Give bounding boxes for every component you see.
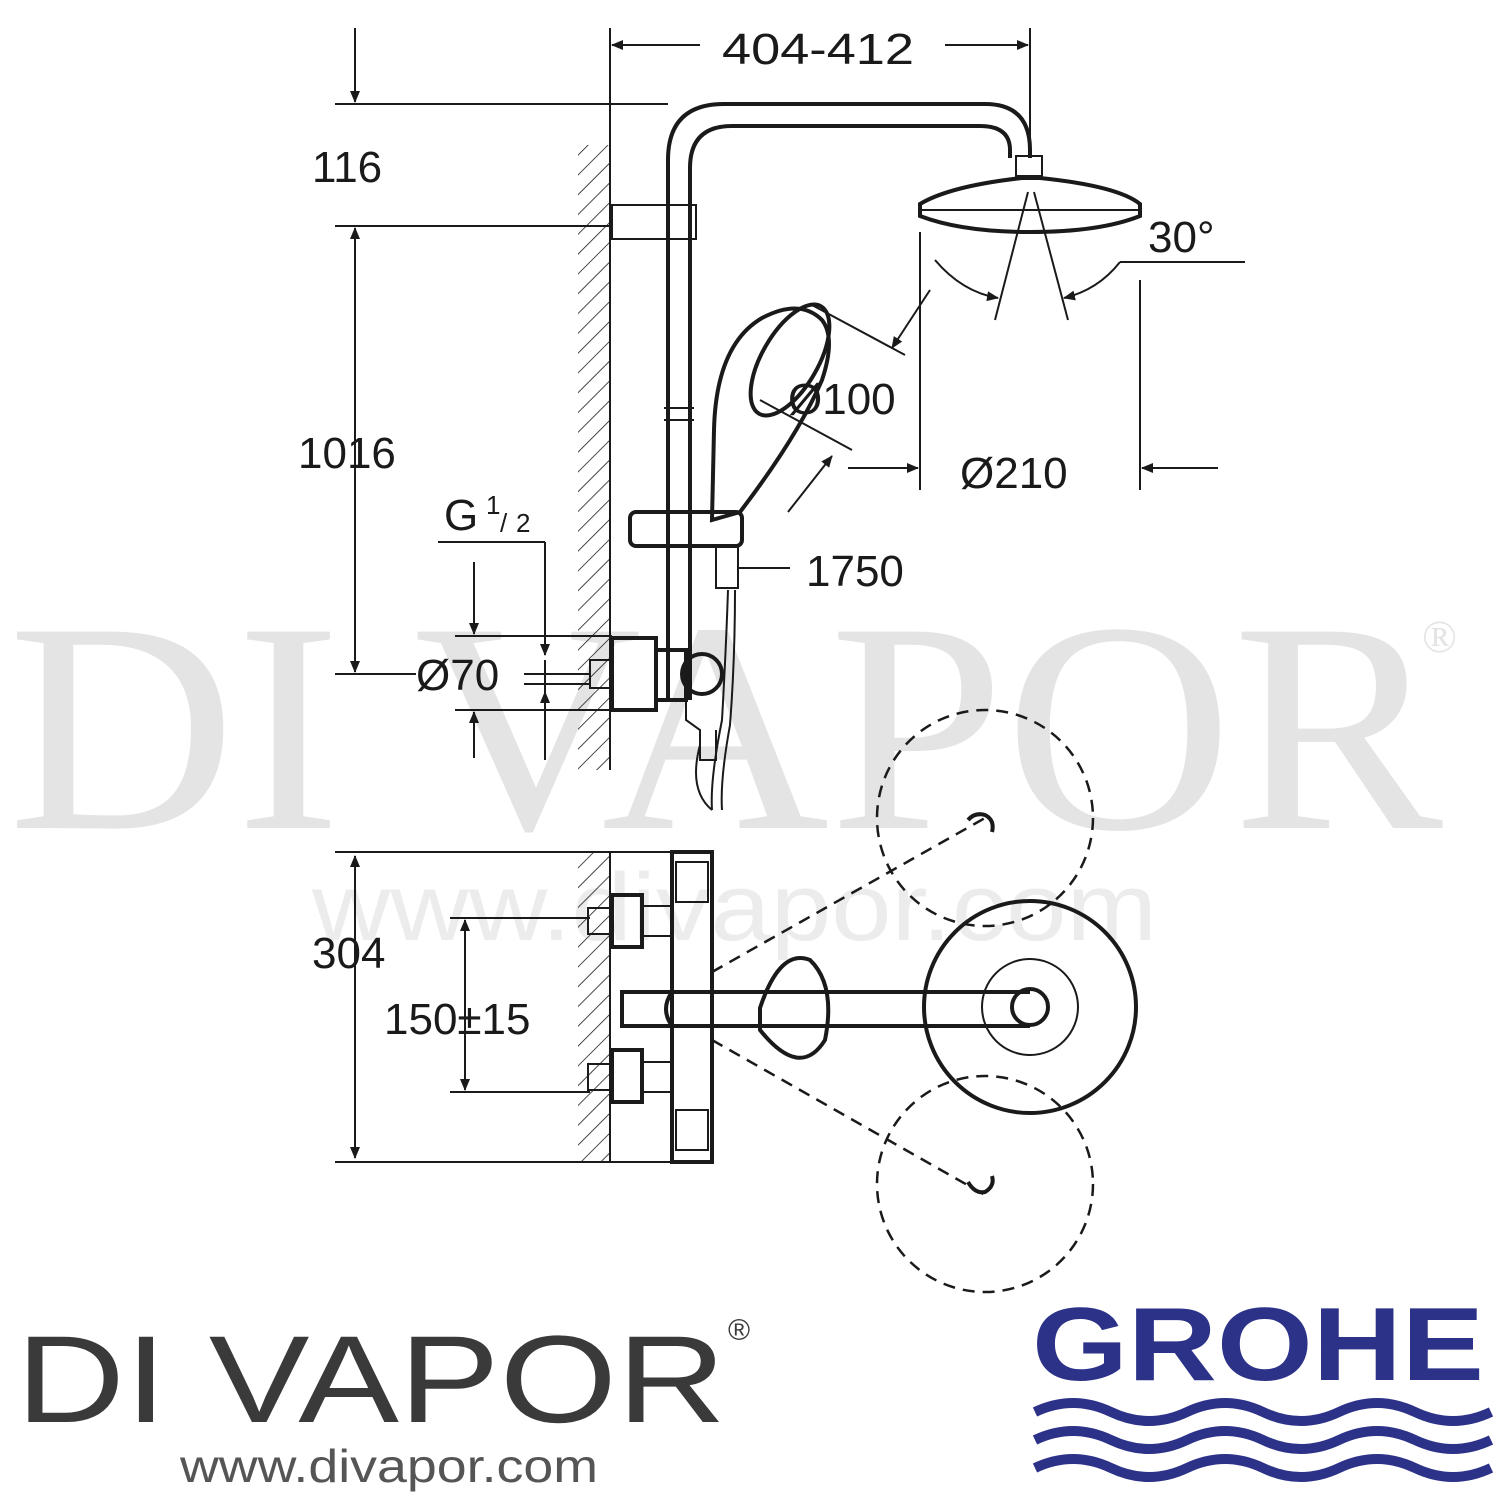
retailer-logo: DI VAPOR ® www.divapor.com	[16, 1311, 750, 1492]
dim-handshower-diameter: Ø100	[788, 375, 896, 424]
dim-thread: G	[444, 491, 478, 540]
dim-thread-slash: /	[500, 508, 508, 538]
dim-body-diameter: Ø70	[416, 651, 499, 700]
retailer-registered: ®	[728, 1314, 750, 1347]
vertical-dimensions	[335, 28, 668, 675]
grohe-wave-1	[1032, 1398, 1494, 1426]
grohe-logo: GROHE	[1032, 1287, 1494, 1482]
dim-mixer-length: 304	[312, 929, 385, 978]
dim-rail-height: 1016	[298, 429, 396, 478]
plan-view	[335, 708, 1138, 1294]
grohe-wordmark: GROHE	[1032, 1287, 1484, 1403]
dim-hose-length: 1750	[806, 547, 904, 596]
retailer-name: DI VAPOR	[16, 1311, 726, 1449]
dim-thread-den: 2	[516, 508, 530, 538]
mixer-side-view	[524, 636, 724, 761]
dim-width-reach: 404-412	[722, 25, 914, 74]
dim-thread-num: 1	[486, 490, 500, 520]
connection-dimensions	[438, 541, 612, 760]
dim-inlet-centres: 150±15	[384, 995, 531, 1044]
head-shower	[848, 155, 1245, 490]
watermark-url: www.divapor.com	[311, 854, 1157, 961]
grohe-wave-3	[1032, 1454, 1494, 1482]
wall-elevation	[578, 28, 611, 770]
dim-spray-angle: 30°	[1148, 213, 1215, 262]
hand-shower	[628, 289, 931, 811]
shower-riser	[611, 102, 1032, 700]
grohe-wave-2	[1032, 1426, 1494, 1454]
watermark: DI VAPOR ® www.divapor.com	[8, 561, 1457, 961]
width-dimension	[611, 28, 1031, 150]
dim-top-offset: 116	[312, 143, 382, 192]
watermark-registered: ®	[1422, 611, 1457, 662]
dim-headshower-diameter: Ø210	[960, 449, 1068, 498]
retailer-url: www.divapor.com	[179, 1440, 598, 1492]
